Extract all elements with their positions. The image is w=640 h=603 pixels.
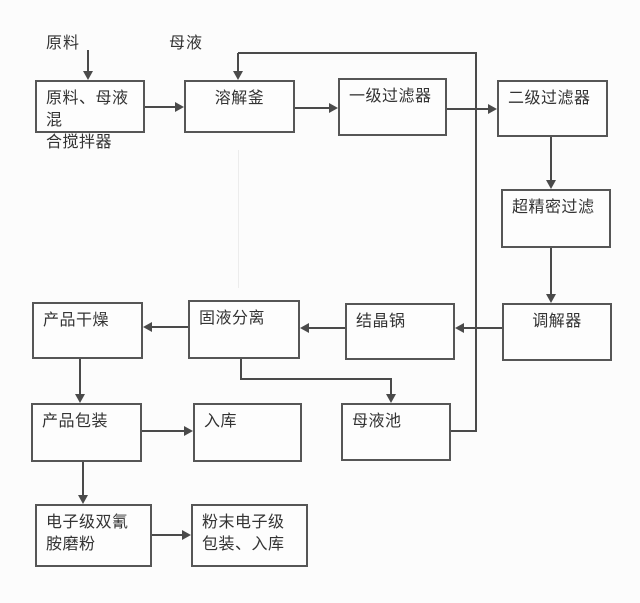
node-warehouse: 入库: [193, 403, 302, 462]
edge-motherpool-recycle-dissolver: [475, 53, 477, 431]
arrowhead-motherpool-recycle-dissolver: [233, 71, 243, 80]
node-ultrafilter: 超精密过滤: [501, 189, 611, 248]
edge-separator-motherpool: [240, 359, 242, 380]
node-label-warehouse: 入库: [204, 413, 238, 430]
edge-raw-feed: [87, 50, 89, 72]
node-label-regulator: 调解器: [532, 313, 582, 330]
node-mixer: 原料、母液混 合搅拌器: [35, 80, 145, 151]
node-crystallizer: 结晶锅: [345, 303, 455, 360]
node-packaging: 产品包装: [31, 403, 142, 462]
node-filter2: 二级过滤器: [497, 80, 608, 137]
edge-motherpool-recycle-dissolver: [451, 430, 477, 432]
node-dissolver: 溶解釜: [184, 80, 295, 133]
edge-separator-motherpool: [390, 379, 392, 396]
node-dryer: 产品干燥: [32, 302, 143, 359]
edge-dryer-packaging: [79, 359, 81, 396]
node-label-packaging: 产品包装: [42, 413, 109, 430]
edge-filter2-ultrafilter: [550, 137, 552, 181]
arrowhead-crystallizer-separator: [300, 323, 309, 333]
node-grinder: 电子级双氰 胺磨粉: [35, 504, 152, 567]
arrowhead-grinder-powderpack: [182, 530, 191, 540]
node-label-ultrafilter: 超精密过滤: [512, 199, 595, 216]
edge-crystallizer-separator: [308, 327, 345, 329]
node-label-separator: 固液分离: [199, 310, 266, 327]
edge-packaging-warehouse: [142, 430, 186, 432]
edge-motherpool-recycle-dissolver: [237, 53, 239, 72]
artifact-scan-crease: [238, 150, 239, 288]
arrowhead-raw-feed: [83, 71, 93, 80]
edge-packaging-grinder: [82, 462, 84, 497]
node-filter1: 一级过滤器: [338, 78, 447, 136]
edge-ultrafilter-regulator: [550, 248, 552, 296]
node-label-grinder: 电子级双氰 胺磨粉: [46, 514, 129, 553]
edge-mixer-dissolver: [145, 106, 177, 108]
edge-regulator-crystallizer: [463, 327, 502, 329]
node-label-filter1: 一级过滤器: [349, 88, 432, 105]
arrowhead-separator-motherpool: [386, 394, 396, 403]
node-powderpack: 粉末电子级 包装、入库: [191, 504, 308, 567]
node-label-filter2: 二级过滤器: [508, 90, 591, 107]
arrowhead-mixer-dissolver: [175, 102, 184, 112]
arrowhead-packaging-warehouse: [184, 426, 193, 436]
node-label-crystallizer: 结晶锅: [356, 313, 406, 330]
edge-motherpool-recycle-dissolver: [238, 52, 477, 54]
arrowhead-ultrafilter-regulator: [546, 294, 556, 303]
edge-separator-motherpool: [241, 378, 392, 380]
arrowhead-dryer-packaging: [75, 394, 85, 403]
edge-separator-dryer: [151, 326, 188, 328]
node-regulator: 调解器: [502, 303, 612, 361]
arrowhead-filter2-ultrafilter: [546, 180, 556, 189]
node-label-mixer: 原料、母液混 合搅拌器: [46, 90, 129, 151]
arrowhead-dissolver-filter1: [329, 103, 338, 113]
node-separator: 固液分离: [188, 300, 300, 359]
node-label-powderpack: 粉末电子级 包装、入库: [202, 514, 285, 553]
arrowhead-regulator-crystallizer: [455, 323, 464, 333]
arrowhead-filter1-filter2: [488, 104, 497, 114]
edge-dissolver-filter1: [295, 107, 330, 109]
mother-liquor-label: 母液: [169, 35, 204, 52]
arrowhead-packaging-grinder: [78, 495, 88, 504]
node-label-motherpool: 母液池: [352, 413, 402, 430]
arrowhead-separator-dryer: [143, 322, 152, 332]
edge-filter1-filter2: [447, 108, 490, 110]
raw-material-label: 原料: [46, 35, 81, 52]
node-motherpool: 母液池: [341, 403, 451, 461]
node-label-dryer: 产品干燥: [43, 312, 110, 329]
edge-grinder-powderpack: [152, 534, 184, 536]
node-label-dissolver: 溶解釜: [214, 90, 265, 107]
